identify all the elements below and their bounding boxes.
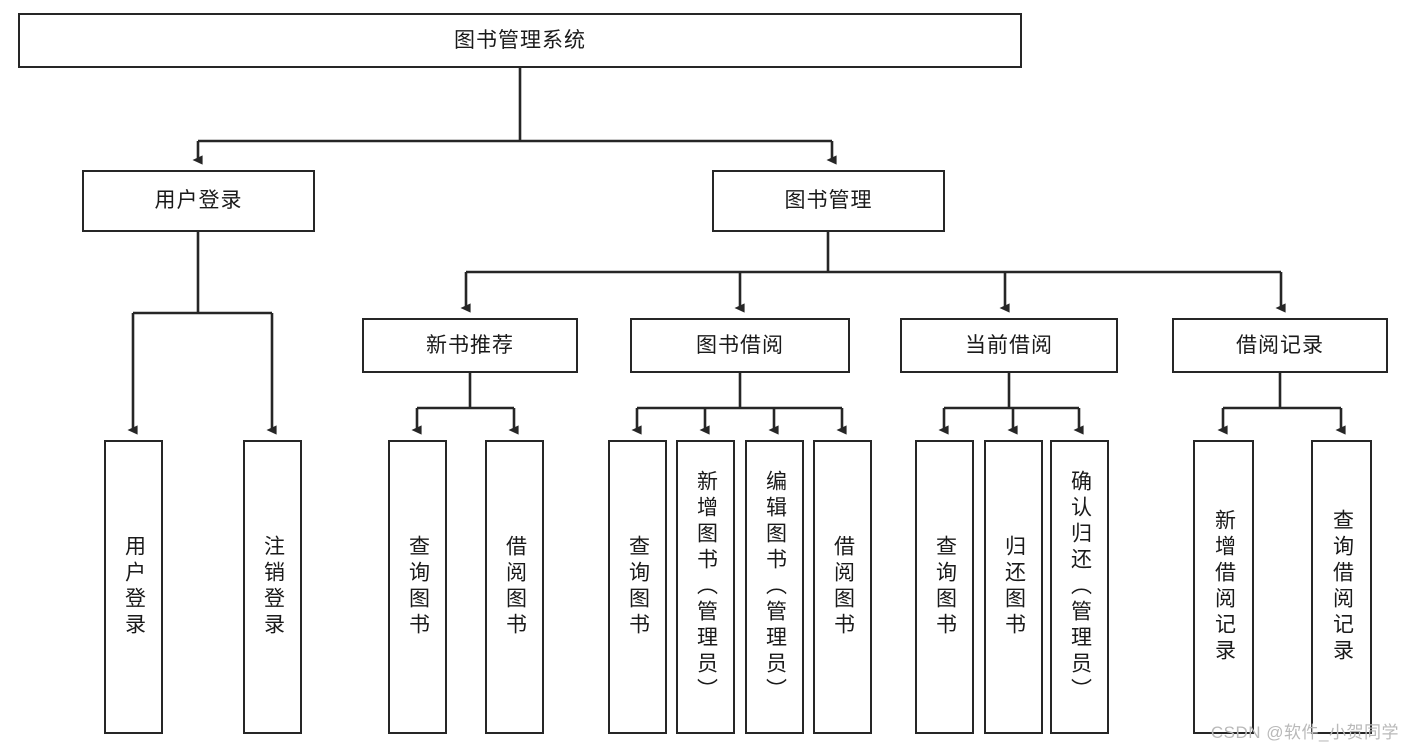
leaf-borrow-book-1[interactable]: 借阅图书 [485,440,544,734]
node-label: 借阅记录 [1236,333,1324,357]
node-book-borrow[interactable]: 图书借阅 [630,318,850,373]
node-label: 新增图书（管理员） [694,470,718,704]
node-label: 查询图书 [626,535,650,639]
node-label: 用户登录 [122,535,146,639]
node-label: 确认归还（管理员） [1068,470,1092,704]
csdn-watermark: CSDN @软件_小贺同学 [1210,723,1399,742]
leaf-confirm-return[interactable]: 确认归还（管理员） [1050,440,1109,734]
node-borrow-record[interactable]: 借阅记录 [1172,318,1388,373]
leaf-user-login[interactable]: 用户登录 [104,440,163,734]
node-label: 图书管理系统 [454,28,586,52]
node-label: 注销登录 [261,535,285,639]
leaf-return-book[interactable]: 归还图书 [984,440,1043,734]
node-current-borrow[interactable]: 当前借阅 [900,318,1118,373]
node-label: 用户登录 [154,189,243,213]
node-label: 新书推荐 [426,333,514,357]
node-label: 编辑图书（管理员） [763,470,787,704]
node-label: 当前借阅 [965,333,1053,357]
node-label: 查询图书 [406,535,430,639]
leaf-query-record[interactable]: 查询借阅记录 [1311,440,1372,734]
leaf-add-book[interactable]: 新增图书（管理员） [676,440,735,734]
node-label: 查询借阅记录 [1330,509,1354,665]
leaf-user-logout[interactable]: 注销登录 [243,440,302,734]
node-label: 图书管理 [784,189,873,213]
leaf-query-book-2[interactable]: 查询图书 [608,440,667,734]
leaf-query-book-1[interactable]: 查询图书 [388,440,447,734]
node-label: 查询图书 [933,535,957,639]
node-label: 借阅图书 [503,535,527,639]
leaf-edit-book[interactable]: 编辑图书（管理员） [745,440,804,734]
node-label: 图书借阅 [696,333,784,357]
node-root-system[interactable]: 图书管理系统 [18,13,1022,68]
node-label: 新增借阅记录 [1212,509,1236,665]
node-label: 归还图书 [1002,535,1026,639]
node-book-manage[interactable]: 图书管理 [712,170,945,232]
node-user-login[interactable]: 用户登录 [82,170,315,232]
leaf-query-book-3[interactable]: 查询图书 [915,440,974,734]
node-label: 借阅图书 [831,535,855,639]
node-new-book-rec[interactable]: 新书推荐 [362,318,578,373]
leaf-borrow-book-2[interactable]: 借阅图书 [813,440,872,734]
leaf-add-record[interactable]: 新增借阅记录 [1193,440,1254,734]
